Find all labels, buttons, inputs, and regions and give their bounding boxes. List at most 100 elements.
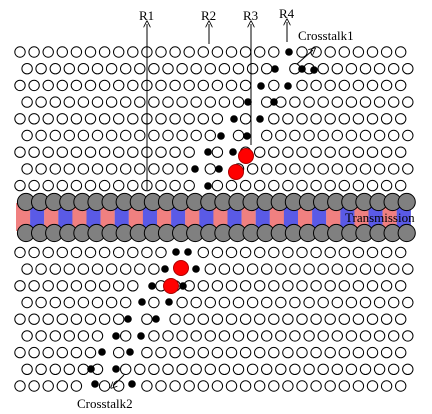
lattice-hole xyxy=(275,163,287,175)
lattice-hole xyxy=(275,296,287,309)
lattice-hole xyxy=(338,380,350,392)
lattice-hole xyxy=(141,380,153,392)
lattice-hole xyxy=(402,129,414,142)
defect-rod xyxy=(204,182,212,190)
lattice-hole xyxy=(303,296,315,309)
lattice-hole xyxy=(239,380,252,392)
lattice-hole xyxy=(70,380,83,392)
lattice-hole xyxy=(169,113,181,125)
lattice-hole xyxy=(120,62,132,75)
ring-resonators xyxy=(163,148,254,294)
lattice-hole xyxy=(155,46,167,58)
lattice-hole xyxy=(162,129,174,142)
lattice-hole xyxy=(338,246,350,259)
lattice-hole xyxy=(148,363,160,375)
lattice-hole xyxy=(324,113,336,125)
lattice-hole xyxy=(345,62,358,75)
lattice-hole xyxy=(338,79,350,92)
lattice-hole xyxy=(84,146,97,158)
lattice-hole xyxy=(366,380,379,392)
defect-rod xyxy=(126,348,134,356)
defect-rod xyxy=(257,82,265,90)
lattice-hole xyxy=(254,280,266,292)
lattice-hole xyxy=(49,96,61,108)
lattice-hole xyxy=(289,129,301,142)
lattice-hole xyxy=(84,313,97,325)
lattice-hole xyxy=(380,380,393,392)
lattice-hole xyxy=(254,246,266,259)
lattice-hole xyxy=(190,96,202,108)
lattice-hole xyxy=(98,380,111,392)
lattice-hole xyxy=(120,163,132,175)
lattice-hole xyxy=(120,263,132,275)
lattice-hole xyxy=(35,296,47,309)
lattice-hole xyxy=(239,246,252,259)
lattice-hole xyxy=(162,62,174,75)
lattice-hole xyxy=(268,46,280,58)
lattice-hole xyxy=(352,179,365,192)
lattice-hole xyxy=(134,62,146,75)
lattice-hole xyxy=(28,313,40,325)
lattice-hole xyxy=(211,146,224,158)
defect-rod xyxy=(148,282,156,290)
lattice-hole xyxy=(317,363,329,375)
lattice-hole xyxy=(63,363,76,375)
lattice-hole xyxy=(331,263,343,275)
lattice-hole xyxy=(204,62,217,75)
lattice-hole xyxy=(388,62,400,75)
lattice-hole xyxy=(310,179,322,192)
lattice-hole xyxy=(261,296,273,309)
lattice-hole xyxy=(204,129,217,142)
lattice-hole xyxy=(380,313,393,325)
defect-rod xyxy=(138,298,146,306)
lattice-hole xyxy=(141,346,153,359)
lattice-hole xyxy=(254,179,266,192)
lattice-hole xyxy=(232,96,245,108)
lattice-hole xyxy=(190,62,202,75)
lattice-hole xyxy=(289,263,301,275)
lattice-hole xyxy=(35,96,47,108)
lattice-hole xyxy=(246,363,259,375)
lattice-hole xyxy=(98,246,111,259)
lattice-hole xyxy=(225,46,238,58)
lattice-hole xyxy=(63,263,76,275)
lattice-hole xyxy=(77,163,90,175)
lattice-hole xyxy=(14,79,26,92)
lattice-hole xyxy=(268,246,280,259)
lattice-hole xyxy=(395,313,407,325)
lattice-hole xyxy=(395,146,407,158)
lattice-hole xyxy=(21,129,33,142)
lattice-hole xyxy=(56,380,68,392)
lattice-hole xyxy=(127,179,139,192)
lattice-hole xyxy=(282,280,294,292)
lattice-hole xyxy=(261,363,273,375)
lattice-hole xyxy=(282,313,294,325)
lattice-hole xyxy=(105,129,118,142)
lattice-hole xyxy=(148,129,160,142)
lattice-hole xyxy=(28,179,40,192)
lattice-hole xyxy=(324,246,336,259)
defect-rod xyxy=(91,380,99,388)
lattice-hole xyxy=(56,113,68,125)
lattice-hole xyxy=(366,179,379,192)
lattice-hole xyxy=(296,313,308,325)
lattice-hole xyxy=(49,129,61,142)
lattice-hole xyxy=(204,330,217,342)
lattice-hole xyxy=(35,129,47,142)
lattice-hole xyxy=(402,263,414,275)
lattice-hole xyxy=(373,263,386,275)
lattice-hole xyxy=(296,280,308,292)
lattice-hole xyxy=(388,96,400,108)
lattice-hole xyxy=(246,330,259,342)
defect-rod xyxy=(184,248,192,256)
lattice-hole xyxy=(211,280,224,292)
lattice-hole xyxy=(254,146,266,158)
lattice-hole xyxy=(296,179,308,192)
lattice-hole xyxy=(232,263,245,275)
lattice-hole xyxy=(63,330,76,342)
lattice-hole xyxy=(395,346,407,359)
defect-rod xyxy=(298,65,306,73)
lattice-hole xyxy=(331,296,343,309)
lattice-hole xyxy=(162,330,174,342)
